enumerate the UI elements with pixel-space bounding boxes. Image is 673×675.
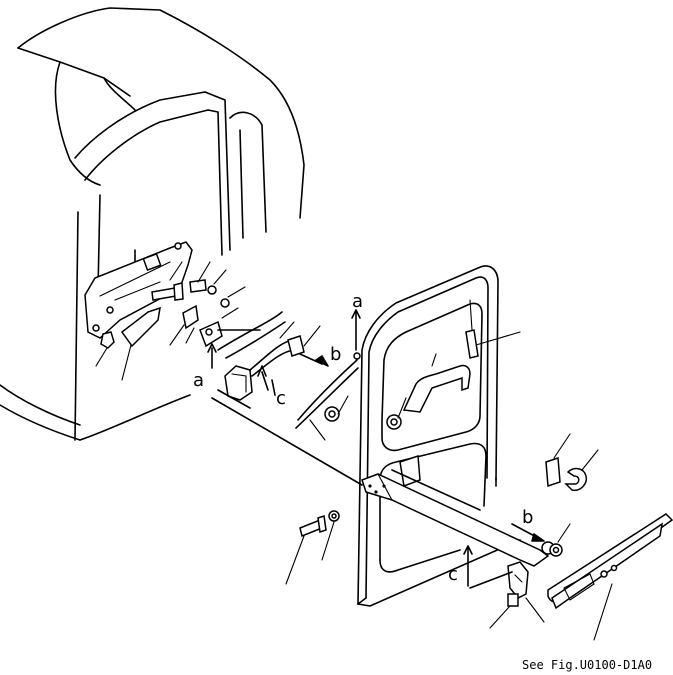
label-a-left: a	[193, 370, 204, 391]
figure-reference: See Fig.U0100-D1A0	[522, 658, 652, 672]
door-hinge-arm	[211, 389, 599, 629]
door-cover-strip	[547, 513, 673, 641]
callout-labels: a a b b c c	[193, 291, 533, 585]
label-c-bottom: c	[448, 564, 458, 585]
label-b-mid: b	[330, 344, 341, 365]
label-c-mid: c	[276, 388, 286, 409]
door-fasteners-left	[285, 510, 340, 585]
striker-bracket	[84, 241, 193, 381]
striker-fasteners	[151, 261, 246, 369]
label-b-right: b	[522, 507, 533, 528]
door-lock-assembly	[217, 309, 361, 441]
door-panel	[357, 265, 521, 607]
label-a-top: a	[352, 291, 363, 312]
cab-body	[0, 7, 305, 441]
